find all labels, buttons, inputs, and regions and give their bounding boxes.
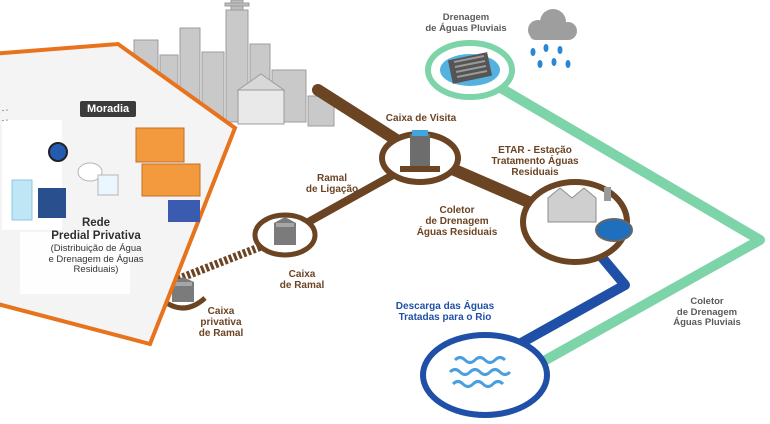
discharge-label: Descarga das Águas Tratadas para o Rio xyxy=(395,301,495,324)
manhole-label: Caixa de Visita xyxy=(385,113,457,124)
rain-cloud-icon xyxy=(528,9,577,68)
treatment-plant-node xyxy=(520,179,633,265)
pluvial-drain-label: Drenagem de Águas Pluviais xyxy=(425,12,507,34)
pluvial-drain-node xyxy=(425,40,515,100)
private-network-subtitle: (Distribuição de Água e Drenagem de Água… xyxy=(48,243,144,276)
private-network-title: Rede Predial Privativa xyxy=(51,217,141,242)
city-skyline-illustration xyxy=(133,0,335,127)
manhole-node xyxy=(379,130,461,185)
branch-box-node xyxy=(252,212,318,258)
treatment-plant-label: ETAR - Estação Tratamento Águas Residuai… xyxy=(491,145,579,179)
private-branch-pipe xyxy=(148,234,285,294)
pluvial-collector-pipe xyxy=(467,65,765,385)
house-panel xyxy=(0,41,238,347)
branch-box-label: Caixa de Ramal xyxy=(279,269,325,292)
private-branch-box-label: Caixa privativa de Ramal xyxy=(198,306,244,340)
wastewater-collector-label: Coletor de Drenagem Águas Residuais xyxy=(416,205,498,239)
house-tag: Moradia xyxy=(80,101,137,117)
pluvial-collector-label: Coletor de Drenagem Águas Pluviais xyxy=(673,296,741,329)
river-discharge-node xyxy=(420,332,550,418)
service-connection-label: Ramal de Ligação xyxy=(305,173,359,196)
